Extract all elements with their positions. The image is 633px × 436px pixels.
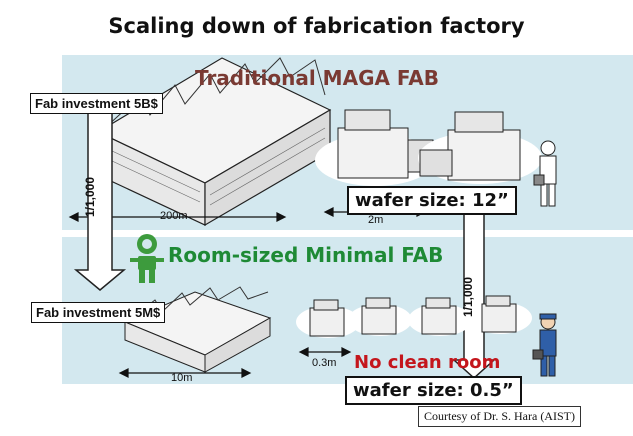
- minimal-investment-label: Fab investment 5M$: [31, 302, 166, 323]
- minimal-equipment-length-label: 0.3m: [312, 357, 337, 369]
- small-factory-length-label: 10m: [171, 372, 193, 384]
- scale-down-arrow-right: [452, 204, 496, 380]
- factory-length-label: 200m: [160, 210, 188, 222]
- equipment-length-label: 2m: [368, 214, 384, 226]
- worker-icon: [532, 313, 557, 377]
- scale-factor-right: 1/1,000: [461, 276, 476, 318]
- minimal-equipment-length-dimension: [298, 347, 352, 357]
- minimal-fab-logo-icon: [130, 234, 164, 283]
- traditional-investment-label: Fab investment 5B$: [30, 93, 163, 114]
- large-equipment-icon: [315, 109, 542, 186]
- minimal-wafer-size: wafer size: 0.5”: [345, 376, 522, 405]
- scale-down-arrow-left: [73, 109, 127, 291]
- minimal-equipment-icon: [296, 295, 532, 338]
- minimal-fab-heading: Room-sized Minimal FAB: [168, 243, 444, 267]
- scale-factor-left: 1/1,000: [83, 176, 98, 218]
- traditional-fab-heading: Traditional MAGA FAB: [195, 66, 440, 90]
- cleanroom-worker-icon: [533, 140, 557, 207]
- courtesy-credit: Courtesy of Dr. S. Hara (AIST): [418, 406, 581, 427]
- small-factory-icon: [123, 286, 272, 373]
- diagram-title: Scaling down of fabrication factory: [108, 14, 525, 38]
- large-factory-icon: [96, 57, 332, 227]
- traditional-wafer-size: wafer size: 12”: [347, 186, 517, 215]
- no-clean-room-label: No clean room: [354, 352, 501, 373]
- small-factory-length-dimension: [118, 368, 252, 378]
